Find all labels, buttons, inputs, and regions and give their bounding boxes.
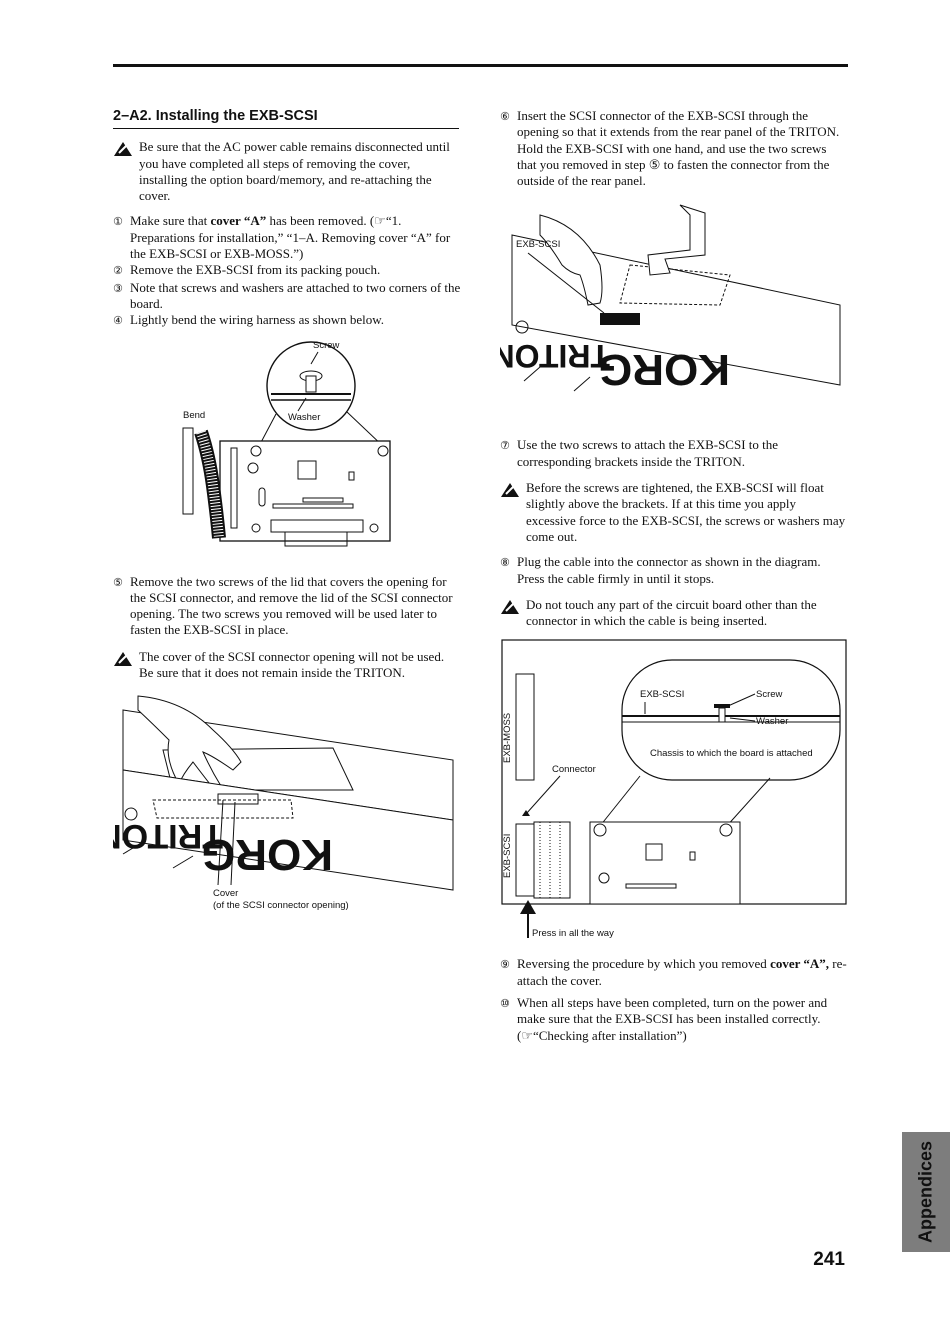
step-6: ⑥ Insert the SCSI connector of the EXB-S… [500, 108, 840, 189]
cover-label: Cover [213, 888, 238, 899]
scsi-insert-illustration: TRITON KORG EXB-SCSI [500, 205, 841, 394]
svg-text:KORG: KORG [598, 345, 730, 394]
note-cover: The cover of the SCSI connector opening … [113, 649, 461, 682]
exb-moss-slot-label: EXB-MOSS [502, 713, 513, 763]
callout-screw-label: Screw [756, 689, 783, 700]
svg-text:KORG: KORG [201, 830, 333, 879]
step-8: ⑧ Plug the cable into the connector as s… [500, 554, 821, 586]
cover-sub-label: (of the SCSI connector opening) [213, 900, 349, 911]
screw-label: Screw [313, 340, 340, 351]
note-circuit-board: Do not touch any part of the circuit boa… [500, 597, 848, 630]
step-1: ① Make sure that cover “A” has been remo… [113, 213, 451, 262]
step-9: ⑨ Reversing the procedure by which you r… [500, 956, 847, 988]
left-column: 2–A2. Installing the EXB-SCSI Be sure th… [113, 108, 461, 926]
bend-label: Bend [183, 410, 205, 421]
chassis-label: Chassis to which the board is attached [650, 748, 813, 759]
caution-pen-icon [500, 597, 526, 630]
callout-exb-scsi-label: EXB-SCSI [640, 689, 684, 700]
step-7: ⑦ Use the two screws to attach the EXB-S… [500, 437, 779, 469]
note-screws: Before the screws are tightened, the EXB… [500, 480, 848, 545]
step-10: ⑩ When all steps have been completed, tu… [500, 995, 828, 1043]
section-title: 2–A2. Installing the EXB-SCSI [113, 108, 459, 130]
note-power-cable: Be sure that the AC power cable remains … [113, 139, 461, 204]
step-5: ⑤ Remove the two screws of the lid that … [113, 573, 453, 638]
caution-pen-icon [113, 139, 139, 204]
washer-label: Washer [288, 412, 320, 423]
caution-pen-icon [113, 649, 139, 682]
step-4: ④ Lightly bend the wiring harness as sho… [113, 312, 385, 328]
connector-label: Connector [552, 764, 596, 775]
step-2: ② Remove the EXB-SCSI from its packing p… [113, 262, 381, 278]
press-label: Press in all the way [532, 928, 614, 939]
top-rule [113, 64, 848, 67]
svg-text:TRITON: TRITON [500, 338, 610, 374]
cable-plug-illustration: EXB-SCSI Screw Washer Chassis to which t… [501, 639, 847, 939]
appendices-tab: Appendices [902, 1132, 950, 1252]
page-number: 241 [813, 1249, 845, 1270]
exb-scsi-slot-label: EXB-SCSI [502, 834, 513, 878]
exb-scsi-label: EXB-SCSI [516, 239, 560, 250]
right-column: ⑥ Insert the SCSI connector of the EXB-S… [500, 108, 848, 1044]
caution-pen-icon [500, 480, 526, 545]
rear-panel-cover-illustration: TRITON KORG Cover (of the SCSI connector… [113, 695, 454, 911]
step-3: ③ Note that screws and washers are attac… [113, 279, 461, 311]
board-bend-illustration: Screw Washer Bend [182, 340, 391, 547]
callout-washer-label: Washer [756, 716, 788, 727]
